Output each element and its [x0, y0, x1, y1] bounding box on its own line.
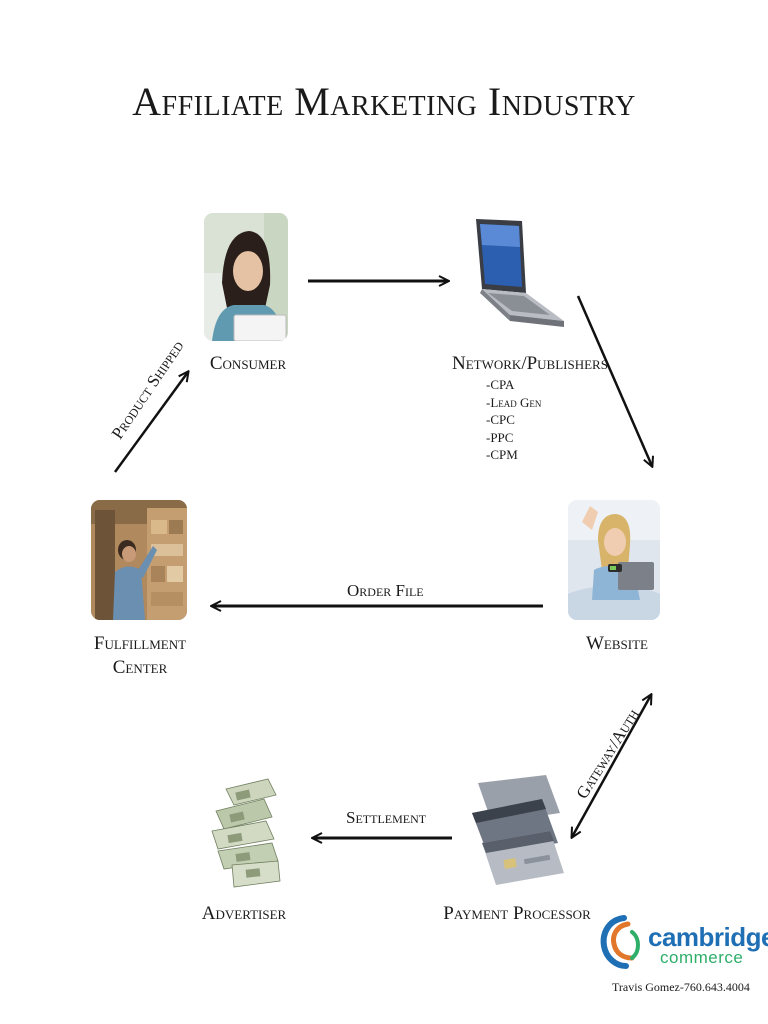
website-photo — [568, 500, 660, 620]
arrow-gateway-bidirectional — [572, 695, 651, 837]
logo-text-commerce: commerce — [660, 948, 744, 967]
network-laptop-image — [470, 217, 566, 335]
service-item-cpa: -CPA — [486, 377, 515, 392]
fulfillment-label-line1: Fulfillment — [93, 633, 187, 654]
fulfillment-photo — [91, 500, 187, 620]
logo-text-cambridge: cambridge — [648, 922, 768, 952]
cambridge-commerce-logo: cambridge commerce — [598, 912, 768, 974]
fulfillment-label-line2: Center — [112, 657, 168, 678]
consumer-photo — [204, 213, 288, 341]
service-item-lead-gen: -Lead Gen — [486, 394, 542, 410]
network-services-list: -CPA -Lead Gen -CPC -PPC -CPM — [486, 376, 541, 464]
service-item-cpc: -CPC — [486, 412, 515, 427]
service-item-cpm: -CPM — [486, 447, 518, 462]
website-label: Website — [586, 633, 648, 654]
service-item-ppc: -PPC — [486, 429, 514, 445]
advertiser-money-image — [206, 777, 286, 890]
network-label: Network/Publishers — [452, 353, 608, 374]
advertiser-label: Advertiser — [201, 903, 287, 924]
arrow-fulfillment-to-consumer — [113, 372, 188, 473]
payment-cards-image — [468, 773, 568, 889]
logo-swirl-icon — [600, 915, 640, 969]
fulfillment-label: Fulfillment Center — [80, 632, 200, 680]
page-title: Affiliate Marketing Industry — [132, 79, 636, 124]
order-file-label: Order File — [347, 581, 424, 600]
payment-label: Payment Processor — [443, 903, 591, 924]
arrow-network-to-website — [576, 295, 652, 466]
contact-text: Travis Gomez-760.643.4004 — [612, 980, 750, 994]
consumer-label: Consumer — [209, 353, 287, 374]
settlement-label: Settlement — [346, 808, 427, 827]
